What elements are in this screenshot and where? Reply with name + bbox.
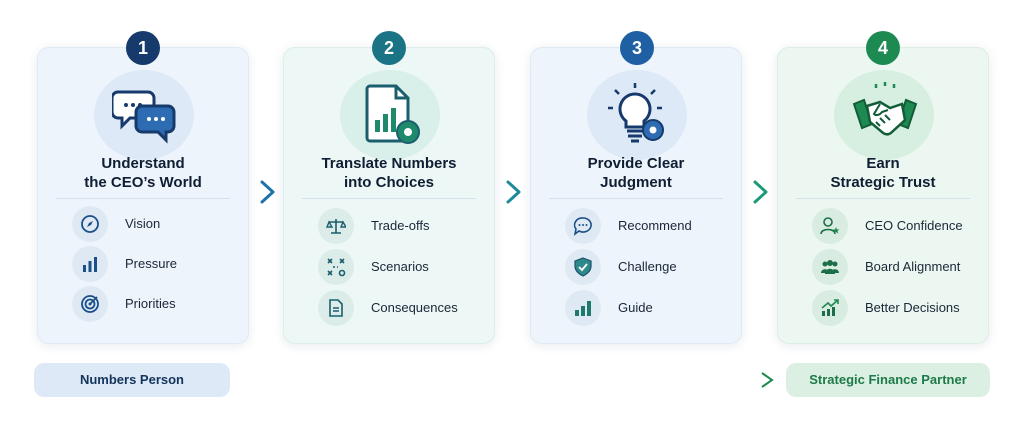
end-label: Strategic Finance Partner	[786, 363, 990, 397]
strategy-play-icon	[318, 249, 354, 285]
step-number-3: 3	[620, 31, 654, 65]
list-item: Vision	[72, 206, 242, 242]
step-title: Provide Clear Judgment	[531, 154, 741, 192]
step-title-line: Judgment	[600, 174, 672, 191]
start-label: Numbers Person	[34, 363, 230, 397]
list-item: CEO Confidence	[812, 208, 982, 244]
item-label: Scenarios	[371, 259, 429, 274]
step-number-1: 1	[126, 31, 160, 65]
item-label: Challenge	[618, 259, 677, 274]
step-number-2: 2	[372, 31, 406, 65]
chevron-right-icon	[260, 180, 275, 204]
step-card-judgment: Provide Clear Judgment Recommend Challen…	[530, 47, 742, 344]
lightbulb-gear-icon	[587, 70, 687, 160]
list-item: Challenge	[565, 249, 735, 285]
user-star-icon	[812, 208, 848, 244]
item-label: Better Decisions	[865, 300, 960, 315]
bar-chart-icon	[72, 246, 108, 282]
trend-up-icon	[812, 290, 848, 326]
step-card-understand: Understand the CEO’s World Vision Pressu…	[37, 47, 249, 344]
item-label: Recommend	[618, 218, 692, 233]
item-label: CEO Confidence	[865, 218, 963, 233]
step-title-line: Understand	[101, 155, 185, 172]
list-item: Guide	[565, 290, 735, 326]
item-label: Priorities	[125, 296, 176, 311]
team-icon	[812, 249, 848, 285]
list-item: Trade-offs	[318, 208, 488, 244]
shield-check-icon	[565, 249, 601, 285]
step-title-line: into Choices	[343, 174, 434, 191]
step-title-line: Earn	[866, 155, 900, 172]
chevron-right-icon	[506, 180, 521, 204]
progression-arrow	[242, 372, 774, 388]
item-label: Guide	[618, 300, 653, 315]
divider	[302, 198, 476, 199]
item-label: Pressure	[125, 256, 178, 271]
handshake-icon	[834, 70, 934, 160]
step-title-line: Provide Clear	[587, 155, 685, 172]
step-card-trust: Earn Strategic Trust CEO Confidence Boar…	[777, 47, 989, 344]
divider	[796, 198, 970, 199]
item-label: Consequences	[371, 300, 458, 315]
chat-bubbles-icon	[94, 70, 194, 160]
list-item: Pressure	[72, 246, 242, 282]
step-title-line: Translate Numbers	[321, 155, 457, 172]
step-title: Translate Numbers into Choices	[284, 154, 494, 192]
compass-icon	[72, 206, 108, 242]
step-title-line: the CEO’s World	[84, 174, 202, 191]
list-item: Better Decisions	[812, 290, 982, 326]
report-gear-icon	[340, 70, 440, 160]
list-item: Scenarios	[318, 249, 488, 285]
growth-bars-icon	[565, 290, 601, 326]
step-number-4: 4	[866, 31, 900, 65]
scales-icon	[318, 208, 354, 244]
step-title-line: Strategic Trust	[830, 174, 936, 191]
list-item: Board Alignment	[812, 249, 982, 285]
speech-bubble-icon	[565, 208, 601, 244]
item-label: Trade-offs	[371, 218, 430, 233]
step-card-translate: Translate Numbers into Choices Trade-off…	[283, 47, 495, 344]
divider	[56, 198, 230, 199]
divider	[549, 198, 723, 199]
list-item: Recommend	[565, 208, 735, 244]
list-item: Consequences	[318, 290, 488, 326]
chevron-right-icon	[753, 180, 768, 204]
item-label: Vision	[125, 216, 161, 231]
list-item: Priorities	[72, 286, 242, 322]
item-label: Board Alignment	[865, 259, 961, 274]
step-title: Earn Strategic Trust	[778, 154, 988, 192]
target-icon	[72, 286, 108, 322]
document-icon	[318, 290, 354, 326]
step-title: Understand the CEO’s World	[38, 154, 248, 192]
